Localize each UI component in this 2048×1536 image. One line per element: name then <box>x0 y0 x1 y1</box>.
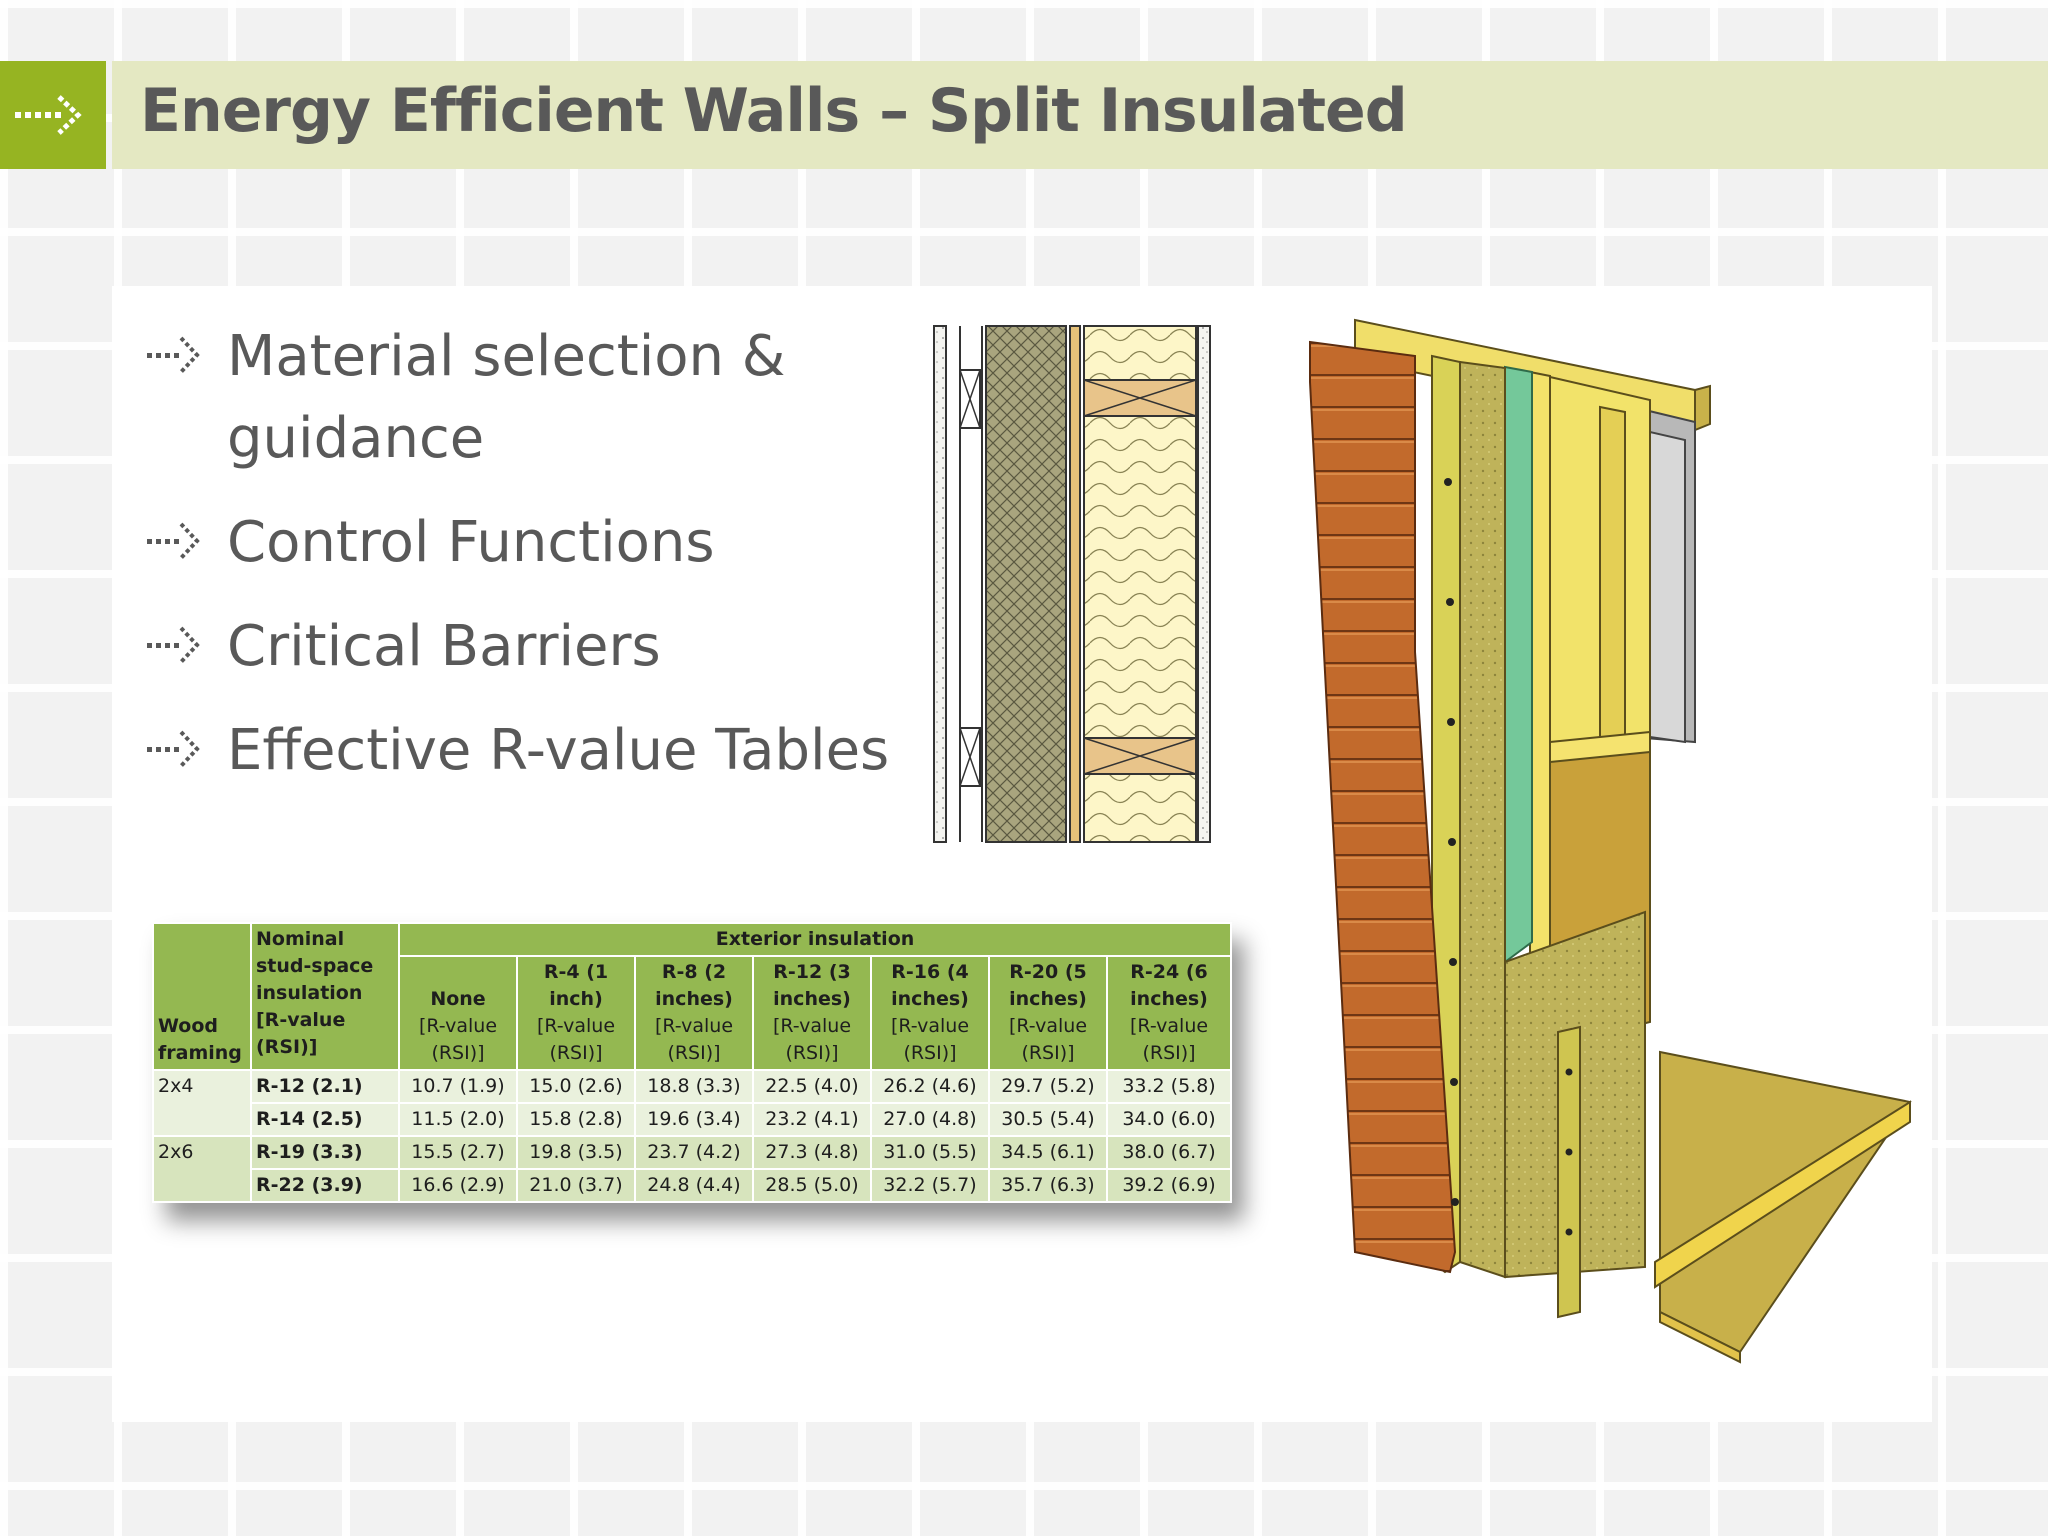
col-header-nominal-stud: Nominal stud-space insulation [R-value (… <box>250 922 400 1071</box>
table-row: R-22 (3.9) 16.6 (2.9) 21.0 (3.7) 24.8 (4… <box>153 1168 1233 1203</box>
value-cell: 15.5 (2.7) <box>398 1135 518 1170</box>
dotted-arrow-icon <box>147 626 200 664</box>
value-cell: 18.8 (3.3) <box>634 1069 754 1104</box>
furring-cross <box>959 369 981 429</box>
bullet-list: Material selection & guidance Control Fu… <box>145 316 905 814</box>
value-cell: 19.8 (3.5) <box>516 1135 636 1170</box>
page-title: Energy Efficient Walls – Split Insulated <box>140 76 1408 146</box>
value-cell: 27.3 (4.8) <box>752 1135 872 1170</box>
stud-cell: R-14 (2.5) <box>250 1102 400 1137</box>
window-stud <box>1599 405 1626 744</box>
table-subheader-row: None[R-value (RSI)] R-4 (1 inch)[R-value… <box>153 955 1233 1071</box>
col-header-none: None[R-value (RSI)] <box>398 955 518 1071</box>
bullet-text: Critical Barriers <box>227 614 661 679</box>
value-cell: 32.2 (5.7) <box>870 1168 990 1203</box>
value-cell: 15.8 (2.8) <box>516 1102 636 1137</box>
stucco-layer <box>933 325 947 843</box>
dotted-arrow-icon <box>147 730 200 768</box>
value-cell: 28.5 (5.0) <box>752 1168 872 1203</box>
value-cell: 30.5 (5.4) <box>988 1102 1108 1137</box>
title-bar <box>112 61 2048 169</box>
framing-cell: 2x4 <box>152 1069 252 1137</box>
stud-cell: R-12 (2.1) <box>250 1069 400 1104</box>
value-cell: 23.7 (4.2) <box>634 1135 754 1170</box>
col-header-exterior-insulation: Exterior insulation <box>397 922 1233 957</box>
value-cell: 21.0 (3.7) <box>516 1168 636 1203</box>
value-cell: 38.0 (6.7) <box>1105 1135 1233 1170</box>
value-cell: 23.2 (4.1) <box>752 1102 872 1137</box>
fastener-dots <box>1444 478 1573 1236</box>
framing-cell: 2x6 <box>152 1135 252 1203</box>
wall-assembly-illustration <box>1309 318 1912 1364</box>
value-cell: 26.2 (4.6) <box>870 1069 990 1104</box>
col-header-r20: R-20 (5 inches)[R-value (RSI)] <box>988 955 1108 1071</box>
col-header-r12: R-12 (3 inches)[R-value (RSI)] <box>752 955 872 1071</box>
title-icon-box <box>0 61 106 169</box>
wall-section-illustration <box>933 325 1211 843</box>
bullet-item: Effective R-value Tables <box>145 710 905 792</box>
value-cell: 19.6 (3.4) <box>634 1102 754 1137</box>
sill-plate <box>1654 1100 1911 1289</box>
r-value-table-container: Wood framing Nominal stud-space insulati… <box>152 922 1233 1203</box>
bullet-text: Control Functions <box>227 510 715 575</box>
value-cell: 39.2 (6.9) <box>1105 1168 1233 1203</box>
dotted-arrow-icon <box>147 522 200 560</box>
bullet-text: Effective R-value Tables <box>227 718 890 783</box>
table-row: 2x6 R-19 (3.3) 15.5 (2.7) 19.8 (3.5) 23.… <box>152 1135 1233 1203</box>
exterior-insulation <box>1459 360 1506 1279</box>
value-cell: 15.0 (2.6) <box>516 1069 636 1104</box>
value-cell: 27.0 (4.8) <box>870 1102 990 1137</box>
value-cell: 34.5 (6.1) <box>988 1135 1108 1170</box>
sheathing-layer <box>1069 325 1081 843</box>
table-header-row: Wood framing Nominal stud-space insulati… <box>152 922 1233 1071</box>
stud-cell: R-22 (3.9) <box>250 1168 400 1203</box>
bullet-item: Critical Barriers <box>145 606 905 688</box>
bullet-item: Material selection & guidance <box>145 316 905 480</box>
furring-strip <box>1557 1025 1581 1319</box>
value-cell: 34.0 (6.0) <box>1105 1102 1233 1137</box>
col-header-r24: R-24 (6 inches)[R-value (RSI)] <box>1105 955 1233 1071</box>
stud-cell: R-19 (3.3) <box>250 1135 400 1170</box>
col-header-r4: R-4 (1 inch)[R-value (RSI)] <box>516 955 636 1071</box>
drywall-layer <box>1197 325 1211 843</box>
exterior-insulation-layer <box>985 325 1067 843</box>
furring-cross <box>959 727 981 787</box>
bullet-item: Control Functions <box>145 502 905 584</box>
window-opening <box>1649 430 1686 744</box>
table-row: R-14 (2.5) 11.5 (2.0) 15.8 (2.8) 19.6 (3… <box>153 1102 1233 1137</box>
dotted-arrow-icon <box>147 336 200 374</box>
value-cell: 16.6 (2.9) <box>398 1168 518 1203</box>
col-header-wood-framing: Wood framing <box>152 922 252 1071</box>
value-cell: 29.7 (5.2) <box>988 1069 1108 1104</box>
table-row: 2x4 R-12 (2.1) 10.7 (1.9) 15.0 (2.6) 18.… <box>152 1069 1233 1137</box>
bullet-text: Material selection & guidance <box>227 324 786 471</box>
rim-joist <box>1659 1310 1741 1364</box>
value-cell: 10.7 (1.9) <box>398 1069 518 1104</box>
value-cell: 33.2 (5.8) <box>1105 1069 1233 1104</box>
value-cell: 35.7 (6.3) <box>988 1168 1108 1203</box>
r-value-table: Wood framing Nominal stud-space insulati… <box>152 922 1233 1203</box>
blocking-cross <box>1083 737 1197 775</box>
value-cell: 24.8 (4.4) <box>634 1168 754 1203</box>
col-header-r16: R-16 (4 inches)[R-value (RSI)] <box>870 955 990 1071</box>
dotted-arrow-icon <box>15 95 82 135</box>
col-header-r8: R-8 (2 inches)[R-value (RSI)] <box>634 955 754 1071</box>
top-plate-face <box>1694 384 1711 432</box>
value-cell: 22.5 (4.0) <box>752 1069 872 1104</box>
value-cell: 31.0 (5.5) <box>870 1135 990 1170</box>
value-cell: 11.5 (2.0) <box>398 1102 518 1137</box>
membrane-layer <box>1504 365 1533 964</box>
blocking-cross <box>1083 379 1197 417</box>
siding-cladding <box>1309 340 1457 1274</box>
